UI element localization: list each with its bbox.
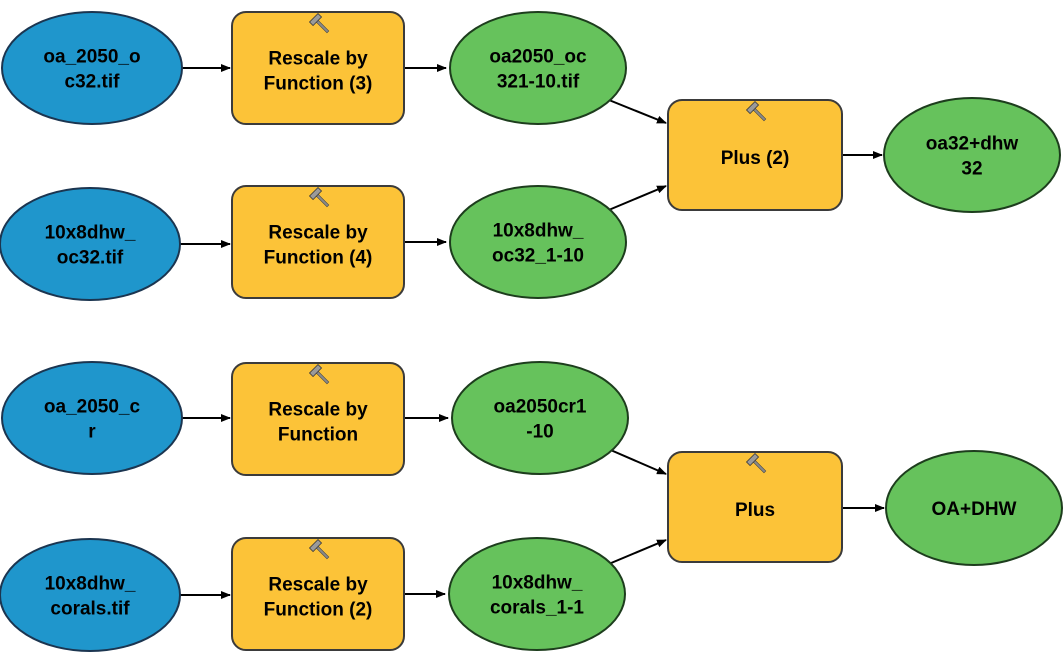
node-label-line: Rescale by [268, 575, 368, 596]
node-label-line: 10x8dhw_ [45, 574, 136, 595]
tool-box [667, 99, 843, 211]
input-dataset-node[interactable]: 10x8dhw_ corals.tif [0, 538, 181, 652]
node-label-line: -10 [526, 422, 553, 443]
connectors [180, 64, 885, 599]
output-ellipse [449, 185, 627, 299]
node-label-line: oa2050cr1 [494, 397, 587, 418]
output-ellipse [451, 361, 629, 475]
node-label-line: oa_2050_o [43, 47, 140, 68]
nodes: oa_2050_o c32.tif 10x8dhw_ oc32.tif oa_2050_… [0, 11, 1063, 652]
rescale-tool-node[interactable]: Rescale by Function [231, 362, 405, 476]
node-label-line: Function (3) [264, 74, 373, 95]
tool-box [231, 362, 405, 476]
rescaled-output-node[interactable]: oa2050_oc 321-10.tif [449, 11, 627, 125]
hammer-icon [308, 363, 330, 385]
node-label-line: corals_1-1 [490, 598, 584, 619]
input-ellipse [1, 11, 183, 125]
tool-box [231, 185, 405, 299]
node-label-line: 321-10.tif [497, 72, 580, 93]
node-label-line: 32 [961, 159, 982, 180]
node-label-line: Function (2) [264, 600, 373, 621]
rescaled-output-node[interactable]: 10x8dhw_ corals_1-1 [448, 537, 626, 651]
node-label-line: oc32.tif [57, 248, 124, 269]
node-label-line: Plus (2) [721, 148, 790, 169]
output-ellipse [883, 97, 1061, 213]
node-label-line: 10x8dhw_ [492, 573, 583, 594]
output-ellipse [448, 537, 626, 651]
node-label-line: c32.tif [65, 72, 121, 93]
node-label-line: Rescale by [268, 49, 368, 70]
output-ellipse [885, 450, 1063, 566]
input-ellipse [1, 361, 183, 475]
rescale-tool-node[interactable]: Rescale by Function (3) [231, 11, 405, 125]
node-label-line: Function [278, 425, 358, 446]
tool-box [231, 537, 405, 651]
input-dataset-node[interactable]: oa_2050_o c32.tif [1, 11, 183, 125]
hammer-icon [745, 100, 767, 122]
rescale-tool-node[interactable]: Rescale by Function (4) [231, 185, 405, 299]
node-label-line: Rescale by [268, 223, 368, 244]
plus-tool-node[interactable]: Plus [667, 451, 843, 563]
node-label-line: r [88, 422, 96, 443]
tool-box [231, 11, 405, 125]
connector-arrow [603, 185, 667, 213]
node-label-line: Plus [735, 500, 775, 521]
output-ellipse [449, 11, 627, 125]
hammer-icon [308, 538, 330, 560]
node-label-line: 10x8dhw_ [493, 221, 584, 242]
node-label-line: oc32_1-10 [492, 246, 584, 267]
node-label-line: OA+DHW [932, 499, 1017, 520]
hammer-icon [308, 186, 330, 208]
node-label-line: oa2050_oc [489, 47, 587, 68]
final-output-node[interactable]: oa32+dhw 32 [883, 97, 1061, 213]
input-ellipse [0, 187, 181, 301]
node-label-line: 10x8dhw_ [45, 223, 136, 244]
rescale-tool-node[interactable]: Rescale by Function (2) [231, 537, 405, 651]
final-output-node[interactable]: OA+DHW [885, 450, 1063, 566]
rescaled-output-node[interactable]: oa2050cr1 -10 [451, 361, 629, 475]
tool-box [667, 451, 843, 563]
node-label-line: Function (4) [264, 248, 373, 269]
node-label-line: corals.tif [50, 599, 130, 620]
node-label-line: oa_2050_c [44, 397, 141, 418]
hammer-icon [308, 12, 330, 34]
node-label-line: Rescale by [268, 400, 368, 421]
connector-arrow [603, 97, 667, 124]
node-label-line: oa32+dhw [926, 134, 1019, 155]
hammer-icon [745, 452, 767, 474]
connector-arrow [605, 447, 667, 475]
connector-arrow [603, 539, 667, 567]
plus-tool-node[interactable]: Plus (2) [667, 99, 843, 211]
input-dataset-node[interactable]: oa_2050_cr [1, 361, 183, 475]
input-ellipse [0, 538, 181, 652]
input-dataset-node[interactable]: 10x8dhw_ oc32.tif [0, 187, 181, 301]
rescaled-output-node[interactable]: 10x8dhw_ oc32_1-10 [449, 185, 627, 299]
